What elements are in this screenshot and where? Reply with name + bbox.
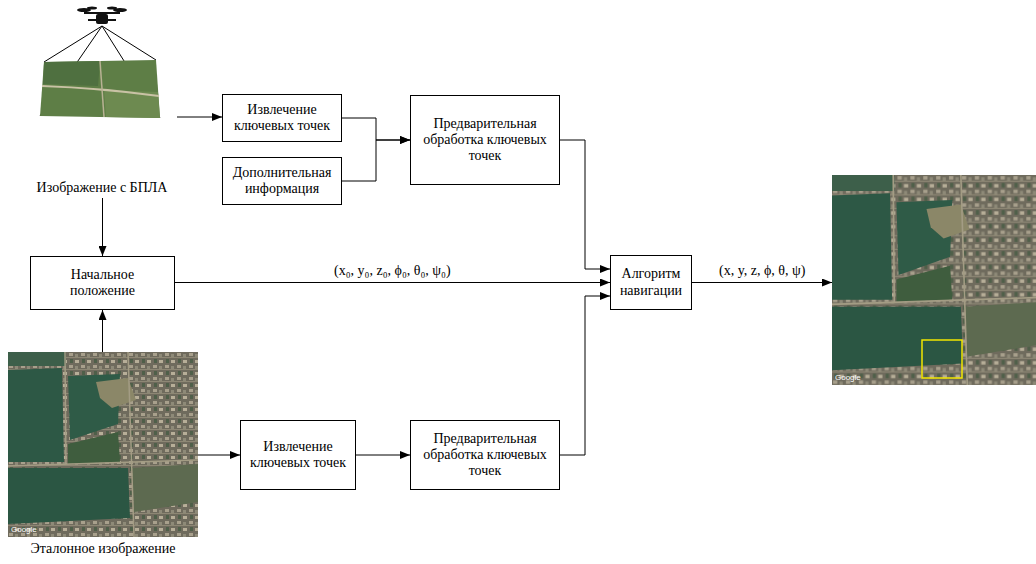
rotor (107, 7, 117, 10)
box-text: Дополнительная информация (231, 165, 333, 197)
connector (342, 118, 410, 140)
process-box: Начальное положение (30, 256, 175, 310)
connector (342, 140, 410, 181)
reference-map (8, 352, 198, 537)
drone-icon (77, 7, 127, 25)
process-box: Предварительная обработка ключевых точек (410, 420, 560, 490)
box-text: Извлечение ключевых точек (231, 102, 333, 134)
image-node: Google (832, 175, 1036, 385)
watermark: Google (835, 373, 875, 382)
connector (102, 198, 103, 256)
edge-label: (x, y, z, ϕ, θ, ψ) (717, 263, 807, 279)
process-box: Предварительная обработка ключевых точек (410, 95, 560, 185)
box-text: Предварительная обработка ключевых точек (419, 431, 551, 479)
connector (560, 296, 610, 455)
connector (198, 455, 240, 456)
box-text: Извлечение ключевых точек (249, 439, 347, 471)
aerial-patch (40, 60, 160, 118)
watermark: Google (11, 525, 51, 534)
box-text: Алгоритм навигации (619, 266, 683, 298)
process-box: Извлечение ключевых точек (240, 420, 356, 490)
connector (175, 282, 610, 283)
result-map (832, 175, 1036, 385)
drone-arm (88, 19, 116, 21)
image-node: Изображение с БПЛА (27, 8, 177, 198)
connector (692, 282, 832, 283)
image-caption: Эталонное изображение (8, 541, 198, 557)
box-text: Предварительная обработка ключевых точек (419, 116, 551, 164)
connector (560, 140, 610, 269)
view-line (102, 26, 156, 60)
field (43, 61, 100, 86)
process-box: Дополнительная информация (222, 157, 342, 205)
drone-camera-lines (40, 26, 160, 118)
rotor (87, 7, 97, 10)
edge-label: (x₀, y₀, z₀, ϕ₀, θ₀, ψ₀) (332, 263, 453, 279)
road (42, 86, 159, 96)
image-node: Эталонное изображение Google (8, 352, 198, 558)
connector (356, 455, 410, 456)
position-frame (922, 340, 962, 378)
connector (177, 117, 222, 118)
uav-image-patch (40, 60, 160, 118)
drone-arm (84, 12, 120, 14)
process-box: Извлечение ключевых точек (222, 94, 342, 142)
box-text: Начальное положение (39, 267, 166, 299)
process-box: Алгоритм навигации (610, 255, 692, 310)
road (100, 61, 104, 117)
connector (102, 310, 103, 352)
view-line (44, 26, 102, 62)
image-caption: Изображение с БПЛА (27, 180, 177, 196)
